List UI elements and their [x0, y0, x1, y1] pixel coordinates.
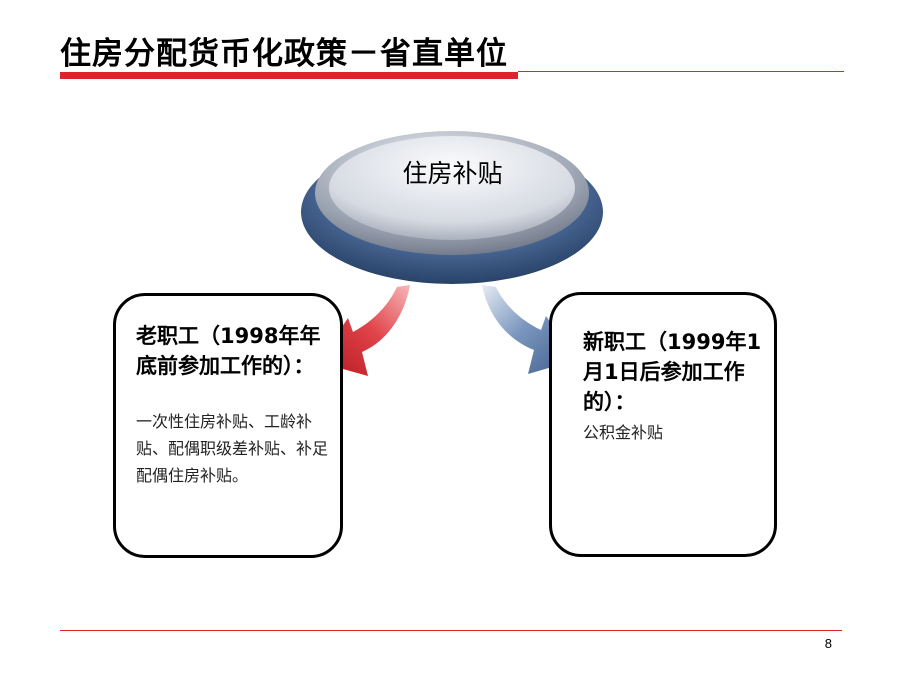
page-number: 8	[824, 636, 832, 651]
new-employee-heading: 新职工（1999年1月1日后参加工作的）：	[583, 330, 762, 414]
new-employee-card: 新职工（1999年1月1日后参加工作的）： 公积金补贴	[549, 292, 777, 557]
old-employee-body: 一次性住房补贴、工龄补贴、配偶职级差补贴、补足配偶住房补贴。	[136, 412, 329, 485]
hub-label: 住房补贴	[402, 159, 503, 188]
slide-title: 住房分配货币化政策－省直单位	[60, 36, 508, 72]
hub-disc	[301, 131, 603, 284]
old-employee-heading: 老职工（1998年年底前参加工作的）：	[136, 324, 321, 378]
title-underline-thick	[60, 72, 518, 79]
old-employee-card: 老职工（1998年年底前参加工作的）： 一次性住房补贴、工龄补贴、配偶职级差补贴…	[113, 293, 343, 558]
footer-rule	[60, 630, 842, 631]
title-underline-thin	[518, 71, 844, 72]
new-employee-body: 公积金补贴	[583, 423, 664, 442]
